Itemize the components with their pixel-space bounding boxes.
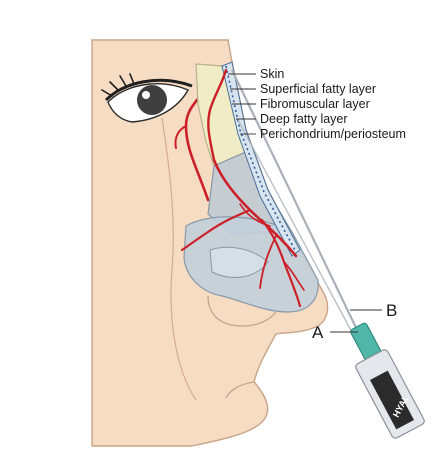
pointer-b-label: B bbox=[386, 301, 397, 320]
label-perichondrium-periosteum: Perichondrium/periosteum bbox=[260, 127, 406, 141]
label-deep-fatty-layer: Deep fatty layer bbox=[260, 112, 348, 126]
label-superficial-fatty-layer: Superficial fatty layer bbox=[260, 82, 376, 96]
pointer-a-label: A bbox=[312, 323, 324, 342]
iris bbox=[137, 85, 167, 115]
label-fibromuscular-layer: Fibromuscular layer bbox=[260, 97, 370, 111]
label-skin: Skin bbox=[260, 67, 284, 81]
